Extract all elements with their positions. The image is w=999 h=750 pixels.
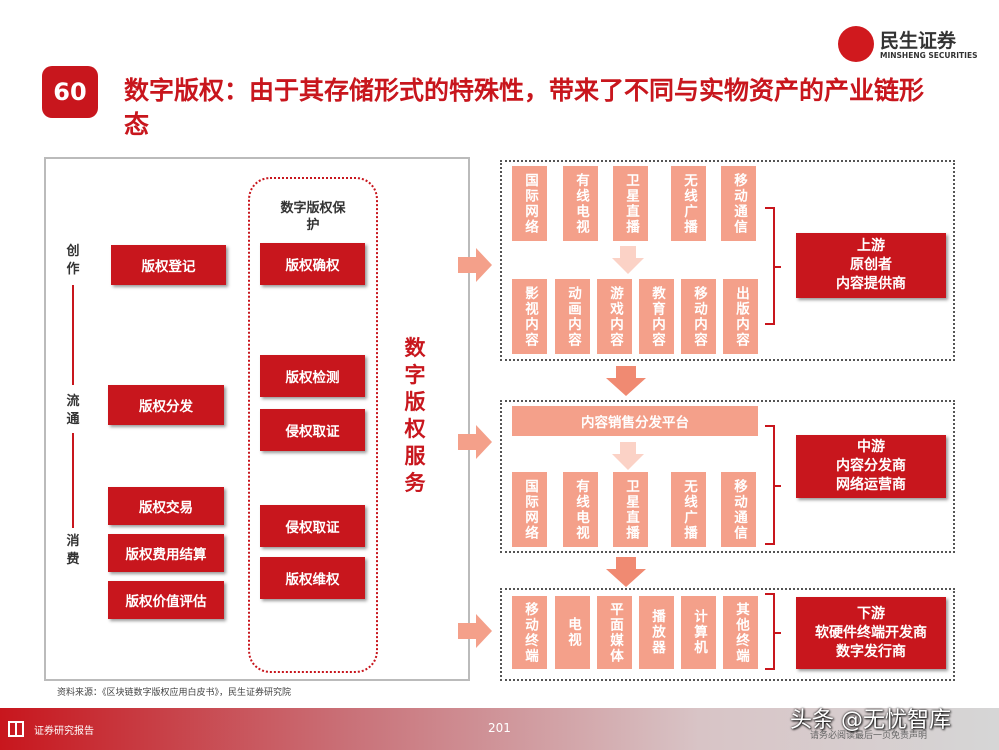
down-arrow-icon <box>606 557 646 587</box>
cell: 其他终端 <box>723 596 758 669</box>
right-arrow-icon <box>458 248 492 282</box>
watermark: 头条 @无忧智库 <box>790 708 951 733</box>
cell: 播放器 <box>639 596 674 669</box>
protection-group <box>248 177 378 673</box>
page-number: 201 <box>488 721 511 735</box>
box-detect: 版权检测 <box>260 355 365 397</box>
box-valuation: 版权价值评估 <box>108 581 224 619</box>
cell: 移动内容 <box>681 279 716 354</box>
cell: 移动通信 <box>721 472 756 547</box>
disclaimer: 请务必阅读最后一页免责声明 <box>810 731 928 741</box>
box-distribute: 版权分发 <box>108 385 224 425</box>
cell: 国际网络 <box>512 166 547 241</box>
box-evidence: 侵权取证 <box>260 409 365 451</box>
upstream-panel <box>500 160 955 361</box>
cell: 电视 <box>555 596 590 669</box>
platform-bar: 内容销售分发平台 <box>512 406 758 436</box>
cell: 无线广播 <box>671 472 706 547</box>
cell: 移动通信 <box>721 166 756 241</box>
source-note: 资料来源：《区块链数字版权应用白皮书》，民生证券研究院 <box>57 688 292 698</box>
cell: 卫星直播 <box>613 472 648 547</box>
right-arrow-icon <box>458 425 492 459</box>
cell: 影视内容 <box>512 279 547 354</box>
box-confirm: 版权确权 <box>260 243 365 285</box>
stage-consume: 消费 <box>66 534 80 567</box>
down-arrow-icon <box>612 246 644 274</box>
cell: 计算机 <box>681 596 716 669</box>
upstream-label: 上游原创者内容提供商 <box>796 233 946 298</box>
bracket <box>765 207 781 325</box>
book-icon <box>8 721 24 737</box>
label-line: 原创者 <box>850 257 892 273</box>
logo-cn: 民生证券 <box>880 30 957 52</box>
cell: 无线广播 <box>671 166 706 241</box>
box-settle: 版权费用结算 <box>108 534 224 572</box>
label-line: 中游 <box>857 439 885 455</box>
service-label: 数字版权服务 <box>404 336 426 495</box>
box-register: 版权登记 <box>111 245 226 285</box>
cell: 平面媒体 <box>597 596 632 669</box>
midstream-panel <box>500 400 955 553</box>
cell: 卫星直播 <box>613 166 648 241</box>
label-line: 内容提供商 <box>836 276 906 292</box>
cell: 出版内容 <box>723 279 758 354</box>
label-line: 内容分发商 <box>836 458 906 474</box>
cell: 游戏内容 <box>597 279 632 354</box>
left-panel <box>44 157 470 681</box>
label-line: 数字发行商 <box>836 643 906 660</box>
downstream-panel <box>500 588 955 681</box>
logo: 民生证券 MINSHENG SECURITIES <box>838 24 998 64</box>
logo-en: MINSHENG SECURITIES <box>880 51 978 60</box>
cell: 教育内容 <box>639 279 674 354</box>
label-line: 网络运营商 <box>836 477 906 493</box>
stage-circulate: 流通 <box>66 394 80 427</box>
cell: 移动终端 <box>512 596 547 669</box>
label-line: 下游 <box>857 605 885 622</box>
cell: 动画内容 <box>555 279 590 354</box>
down-arrow-icon <box>606 366 646 396</box>
protection-title: 数字版权保护 <box>280 201 346 233</box>
cell: 有线电视 <box>563 472 598 547</box>
box-trade: 版权交易 <box>108 487 224 525</box>
box-evidence-2: 侵权取证 <box>260 505 365 547</box>
box-enforce: 版权维权 <box>260 557 365 599</box>
bracket <box>765 425 781 545</box>
page-title: 数字版权：由于其存储形式的特殊性，带来了不同与实物资产的产业链形态 <box>124 76 925 139</box>
label-line: 上游 <box>857 238 885 254</box>
midstream-label: 中游内容分发商网络运营商 <box>796 435 946 498</box>
footer: 证券研究报告 201 请务必阅读最后一页免责声明 头条 @无忧智库 <box>0 708 999 750</box>
stage-create: 创作 <box>66 244 80 277</box>
slide-number-badge: 60 <box>42 66 98 118</box>
logo-icon <box>838 26 874 62</box>
downstream-label: 下游软硬件终端开发商数字发行商 <box>796 597 946 669</box>
label-line: 软硬件终端开发商 <box>815 624 927 641</box>
cell: 有线电视 <box>563 166 598 241</box>
right-arrow-icon <box>458 614 492 648</box>
arrow-line <box>72 433 74 528</box>
footer-label: 证券研究报告 <box>34 726 94 737</box>
down-arrow-icon <box>612 442 644 470</box>
cell: 国际网络 <box>512 472 547 547</box>
arrow-line <box>72 285 74 385</box>
bracket <box>765 593 781 670</box>
